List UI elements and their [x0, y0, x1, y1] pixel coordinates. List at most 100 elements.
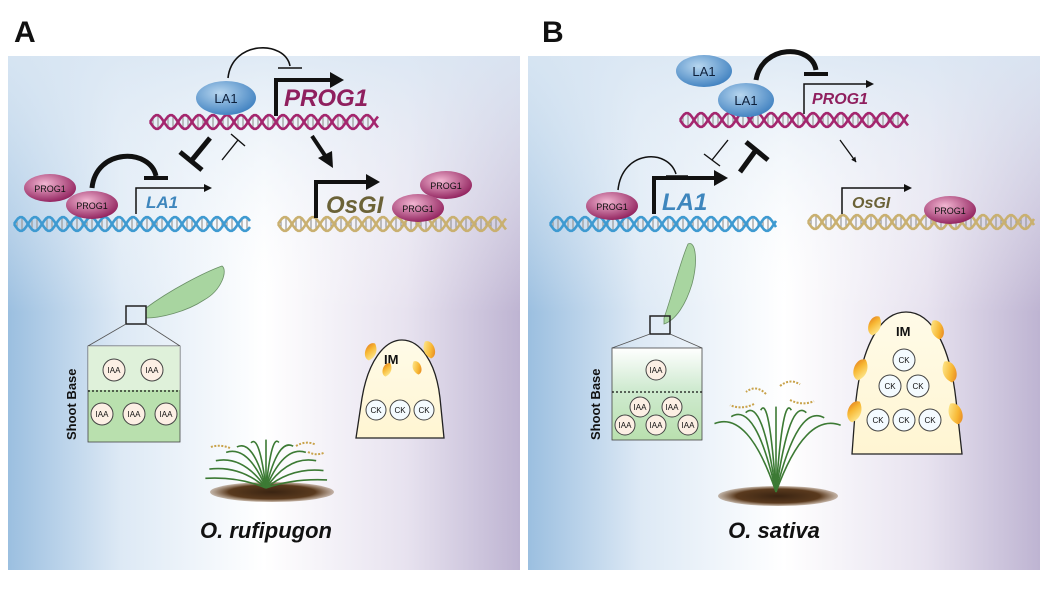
- panel-b-prog1-dna: [678, 111, 910, 129]
- panel-a-thin-inhibit-bar: [230, 133, 246, 147]
- hormone-circle: [661, 396, 683, 418]
- dna-backbone: [548, 215, 778, 233]
- meristem-bud: [412, 361, 422, 375]
- hormone-circle: [892, 348, 916, 372]
- rice-panicle: [789, 399, 815, 405]
- panel-b-prog1-protein-2-label: PROG1: [934, 206, 966, 216]
- rice-leaf: [775, 422, 841, 493]
- hormone-circle: [365, 399, 387, 421]
- panel-a-shoot-base-label: Shoot Base: [64, 368, 79, 440]
- panel-b-osgi-arrowhead: [904, 184, 912, 192]
- panel-b-la1-protein-2: [718, 83, 774, 117]
- panel-b-thick-inhibit-bar: [744, 140, 770, 162]
- meristem-bud: [868, 316, 881, 336]
- rice-leaf: [714, 420, 777, 493]
- panel-a-prog1-protein-1: [24, 174, 76, 202]
- hormone-label: CK: [884, 382, 896, 391]
- panel-a-zoom-box: [125, 305, 147, 325]
- panel-b-shoot-base-label: Shoot Base: [588, 368, 603, 440]
- rice-leaf: [730, 413, 777, 493]
- panel-b-letter: B: [542, 16, 564, 49]
- hormone-circle: [614, 414, 636, 436]
- panel-a-la1-inhibit-arc: [227, 46, 291, 79]
- panel-b-la1-arrowhead: [714, 170, 728, 186]
- panel-a-letter: A: [14, 16, 36, 49]
- dna-backbone: [12, 215, 252, 233]
- meristem-bud: [931, 320, 944, 340]
- panel-a-prog1-gene: PROG1: [284, 85, 368, 112]
- panel-b-prog1-protein-2: [924, 196, 976, 224]
- rice-leaf: [775, 409, 807, 493]
- rice-leaf: [250, 440, 267, 489]
- panel-a-prog1-protein-3: [420, 171, 472, 199]
- panel-b-osgi-dna: [806, 213, 1036, 231]
- panel-b-species: O. sativa: [728, 518, 820, 543]
- hormone-circle: [906, 374, 930, 398]
- hormone-label: IAA: [108, 366, 122, 375]
- dna-backbone: [678, 111, 910, 129]
- panel-b-soil: [718, 486, 838, 506]
- panel-b-osgi-promoter: [841, 187, 908, 214]
- panel-a-regulation: PROG1 LA1 PROG1 PROG1 LA1 OsGI PROG1 PRO…: [24, 46, 472, 443]
- rice-panicle: [729, 403, 755, 409]
- panel-b-zoom-box: [649, 315, 671, 335]
- meristem-bud: [942, 361, 957, 383]
- hormone-label: CK: [394, 406, 406, 415]
- panel-b-la1-dna: [548, 215, 778, 233]
- panel-a-prog1-protein-4-label: PROG1: [402, 204, 434, 214]
- rice-leaf: [236, 444, 267, 489]
- rice-panicle: [779, 380, 801, 387]
- hormone-label: IAA: [650, 366, 664, 375]
- hormone-circle: [154, 402, 178, 426]
- panel-a-prog1-protein-4: [392, 194, 444, 222]
- rice-leaf: [209, 467, 267, 489]
- rice-leaf: [775, 415, 825, 493]
- rice-panicle: [307, 451, 325, 456]
- panel-b-prog1-arrowhead: [866, 80, 874, 88]
- meristem-bud: [423, 341, 436, 359]
- hormone-circle: [140, 358, 164, 382]
- panel-a-plant-leaves: [205, 439, 328, 489]
- panel-a-prog1-protein-3-label: PROG1: [430, 181, 462, 191]
- panel-b-la1-protein-2-label: LA1: [734, 93, 757, 108]
- hormone-circle: [866, 408, 890, 432]
- hormone-label: CK: [924, 416, 936, 425]
- rice-panicle: [209, 444, 231, 449]
- meristem-bud: [364, 343, 377, 361]
- panel-b-prog1-gene: PROG1: [812, 91, 868, 108]
- rice-leaf: [265, 459, 317, 489]
- panel-a-la1-dna: [12, 215, 252, 233]
- hormone-label: IAA: [160, 410, 174, 419]
- panel-b-prog1-inhibit-arc: [617, 156, 677, 191]
- rice-leaf: [745, 409, 777, 493]
- panel-a-osgi-promoter: [314, 180, 368, 218]
- hormone-circle: [413, 399, 435, 421]
- hormone-circle: [389, 399, 411, 421]
- hormone-label: IAA: [96, 410, 110, 419]
- hormone-circle: [645, 414, 667, 436]
- hormone-label: IAA: [634, 403, 648, 412]
- panel-a-shoot-base-upper: [88, 346, 180, 390]
- panel-b-la1-protein-1: [676, 55, 732, 87]
- hormone-label: CK: [872, 416, 884, 425]
- meristem-bud: [382, 363, 392, 377]
- rice-leaf: [265, 478, 328, 489]
- hormone-label: IAA: [682, 421, 696, 430]
- panel-b-prog1-promoter: [803, 83, 870, 114]
- panel-a-prog1-dna: [148, 113, 380, 131]
- meristem-buds: [364, 316, 963, 425]
- meristem-bud: [948, 403, 963, 425]
- panel-a-la1-protein-label: LA1: [214, 91, 237, 106]
- panel-a-thick-inhibit: [190, 136, 212, 162]
- panel-a-thick-inhibit-bar: [178, 150, 204, 172]
- dna-backbone: [678, 111, 910, 129]
- hormone-label: CK: [912, 382, 924, 391]
- panel-a-la1-gene: LA1: [146, 193, 178, 212]
- panel-b-plant-leaves: [714, 380, 841, 493]
- panel-a-la1-promoter: [135, 187, 208, 214]
- hormone-circle: [90, 402, 114, 426]
- panel-b-thick-inhibit: [737, 148, 759, 174]
- panel-a-zoom-line-right: [145, 323, 181, 347]
